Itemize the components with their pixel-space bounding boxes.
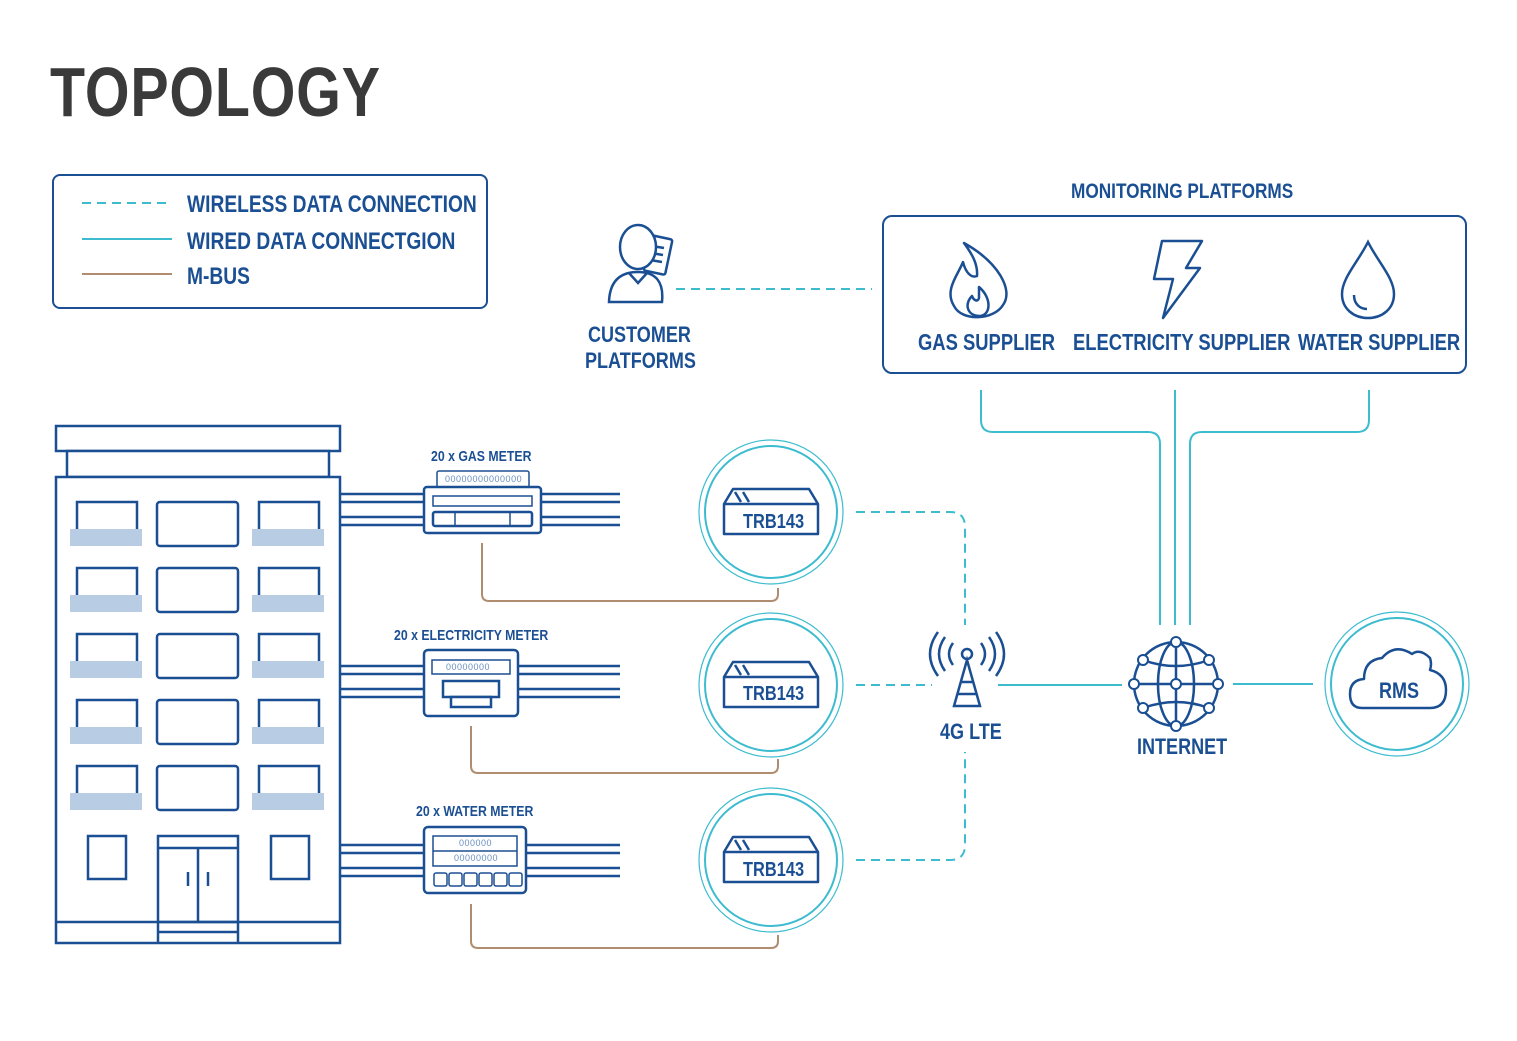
- cloud-icon: [1348, 648, 1448, 710]
- balcony-rail: [252, 727, 324, 744]
- gas-meter-digits: 00000000000000: [445, 474, 523, 484]
- router-3: [698, 787, 844, 933]
- balcony-rail: [252, 793, 324, 810]
- router-ring: [698, 787, 844, 933]
- router-group: [698, 439, 844, 933]
- water-drop-icon: [1340, 239, 1396, 320]
- router-ring: [698, 439, 844, 585]
- window: [155, 500, 240, 548]
- window: [155, 698, 240, 746]
- router-1: [698, 439, 844, 585]
- water-meter-label: 20 x WATER METER: [416, 803, 534, 820]
- router-ring: [698, 612, 844, 758]
- water-meter-digits-2: 00000000: [454, 853, 499, 863]
- customer-platforms-icon: [607, 223, 674, 304]
- window: [155, 566, 240, 614]
- gas-meter-icon: [422, 470, 543, 535]
- router-label-3: TRB143: [743, 859, 805, 881]
- balcony-rail: [70, 529, 142, 546]
- router-2: [698, 612, 844, 758]
- balcony-rail: [252, 661, 324, 678]
- rms-cloud: [1324, 611, 1470, 757]
- balcony-rail: [70, 727, 142, 744]
- monitoring-platforms-box: [882, 215, 1467, 374]
- wireless-router-links: [856, 511, 966, 861]
- balcony-rail: [70, 661, 142, 678]
- router-label-1: TRB143: [743, 511, 805, 533]
- flame-icon: [949, 241, 1008, 319]
- wired-monitoring-links: [980, 390, 1370, 625]
- legend-lines: [82, 202, 172, 275]
- electricity-meter-icon: [422, 648, 520, 718]
- rms-label: RMS: [1379, 678, 1420, 703]
- gas-supplier-label: GAS SUPPLIER: [918, 329, 1056, 355]
- window: [155, 764, 240, 812]
- balcony-rail: [252, 595, 324, 612]
- gas-meter-label: 20 x GAS METER: [431, 448, 532, 465]
- monitoring-platforms-title: MONITORING PLATFORMS: [1071, 180, 1294, 203]
- lte-label: 4G LTE: [940, 719, 1002, 744]
- router-ring: [704, 793, 838, 927]
- router-label-2: TRB143: [743, 683, 805, 705]
- water-supplier-label: WATER SUPPLIER: [1298, 329, 1461, 355]
- internet-globe-icon: [1128, 636, 1224, 732]
- legend-mbus-label: M-BUS: [187, 263, 250, 290]
- legend-wireless-label: WIRELESS DATA CONNECTION: [187, 191, 477, 218]
- balcony-rail: [252, 529, 324, 546]
- internet-label: INTERNET: [1137, 734, 1228, 759]
- balcony-rail: [70, 595, 142, 612]
- customer-platforms-label-1: CUSTOMER: [588, 322, 691, 347]
- water-meter-icon: [422, 825, 528, 895]
- balcony-rail: [70, 793, 142, 810]
- router-device-icon: [722, 487, 820, 536]
- router-device-icon: [722, 835, 820, 884]
- window: [155, 632, 240, 680]
- page-title: TOPOLOGY: [50, 53, 381, 131]
- electricity-meter-digits: 00000000: [446, 662, 491, 672]
- router-ring: [704, 445, 838, 579]
- electricity-supplier-label: ELECTRICITY SUPPLIER: [1073, 329, 1291, 355]
- customer-platforms-label-2: PLATFORMS: [585, 348, 696, 373]
- water-meter-digits-1: 000000: [459, 838, 493, 848]
- lte-tower-icon: [928, 631, 1006, 708]
- router-ring: [704, 618, 838, 752]
- legend-box: [52, 174, 488, 309]
- building-door: [86, 834, 311, 943]
- router-device-icon: [722, 660, 820, 709]
- mbus-links: [470, 543, 779, 949]
- lightning-icon: [1152, 239, 1204, 320]
- legend-wired-label: WIRED DATA CONNECTGION: [187, 228, 456, 255]
- electricity-meter-label: 20 x ELECTRICITY METER: [394, 627, 549, 644]
- building-windows: [70, 500, 324, 812]
